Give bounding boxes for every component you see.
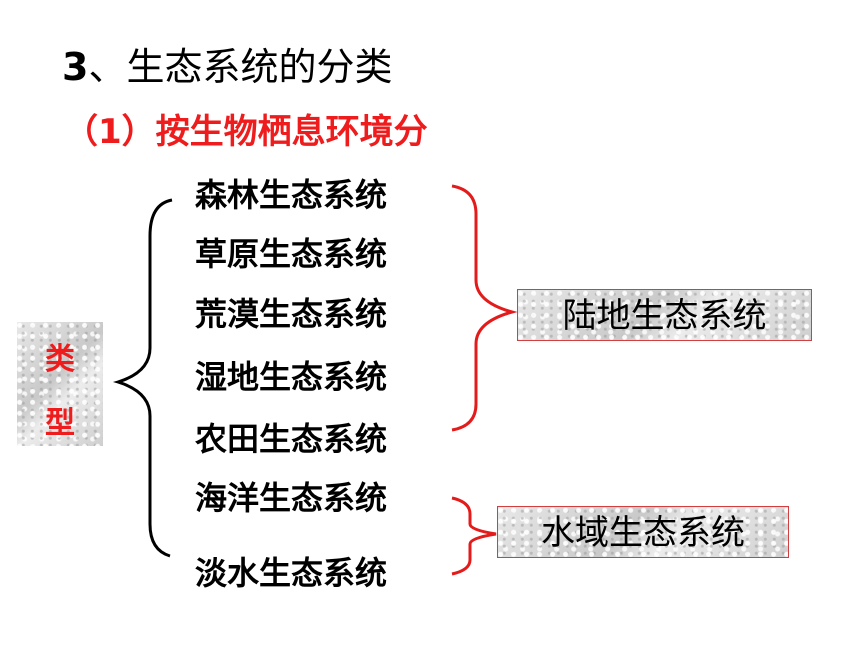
ecosystem-item-freshwater: 淡水生态系统 <box>195 554 388 592</box>
ecosystem-item-forest: 森林生态系统 <box>195 176 388 214</box>
slide-subtitle: （1）按生物栖息环境分 <box>64 112 428 152</box>
slide-title: 3、生态系统的分类 <box>62 36 392 91</box>
land-red-brace <box>451 184 518 432</box>
left-black-brace <box>112 198 173 558</box>
type-label-box: 类 型 <box>17 322 103 446</box>
category-water-box: 水域生态系统 <box>497 506 789 558</box>
ecosystem-item-wetland: 湿地生态系统 <box>195 358 388 396</box>
category-land-box: 陆地生态系统 <box>517 289 812 341</box>
water-red-brace <box>451 496 497 576</box>
category-water-label: 水域生态系统 <box>541 513 745 553</box>
ecosystem-item-grassland: 草原生态系统 <box>195 235 388 273</box>
type-label-char-2: 型 <box>45 406 75 441</box>
ecosystem-item-ocean: 海洋生态系统 <box>195 479 388 517</box>
ecosystem-item-farmland: 农田生态系统 <box>195 420 388 458</box>
category-land-label: 陆地生态系统 <box>562 296 767 336</box>
ecosystem-item-desert: 荒漠生态系统 <box>195 295 388 333</box>
title-text: 、生态系统的分类 <box>88 45 393 89</box>
type-label-char-1: 类 <box>45 342 75 377</box>
title-number: 3 <box>62 45 89 89</box>
